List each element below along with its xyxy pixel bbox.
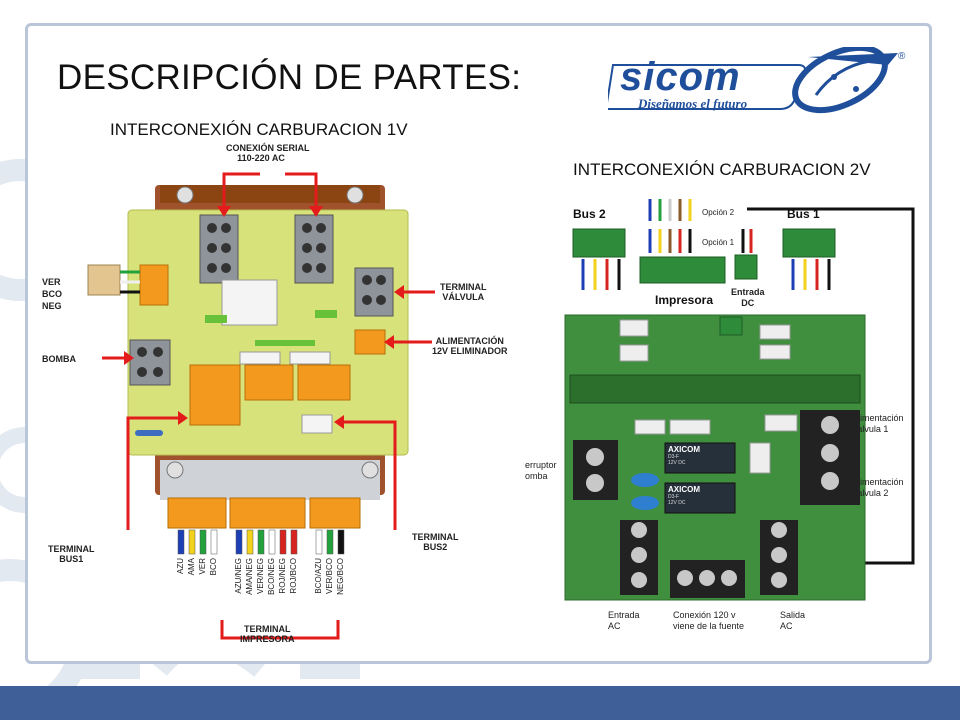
wire-name-printer-0: AZU/NEG [234, 558, 243, 594]
heading-2v: INTERCONEXIÓN CARBURACION 2V [573, 160, 871, 179]
wire-name-printer-5: ROJ/BCO [289, 558, 298, 594]
label-terminal-valvula: TERMINAL VÁLVULA [440, 282, 487, 302]
relay-2-brand: AXICOM [668, 485, 700, 494]
bottom-bar [0, 686, 960, 720]
wire-printer-2 [257, 529, 265, 555]
label-salida-ac: Salida AC [780, 610, 806, 631]
wire-name-printer-1: AMA/NEG [245, 558, 254, 595]
sicom-logo-graphic [604, 44, 898, 114]
label-terminal-bus2: TERMINAL BUS2 [412, 532, 459, 552]
wire-name-bus1-0: AZU [176, 558, 185, 574]
slide-title: DESCRIPCIÓN DE PARTES: [57, 58, 522, 97]
registered-mark: ® [898, 51, 906, 62]
board-2v-graphic [564, 199, 915, 601]
wire-name-bus1-1: AMA [187, 558, 196, 576]
label-terminal-impresora: TERMINAL IMPRESORA [240, 624, 295, 644]
wire-label-bco: BCO [42, 289, 62, 299]
wire-name-bus2-1: VER/BCO [325, 558, 334, 595]
label-entrada-ac: Entrada AC [608, 610, 640, 631]
wire-bus2-0 [315, 529, 323, 555]
wire-name-bus1-3: BCO [209, 558, 218, 576]
heading-1v: INTERCONEXIÓN CARBURACION 1V [110, 120, 408, 139]
diagram-2v: Bus 2 Bus 1 Opción 2 Opción 1 Impresora … [525, 185, 935, 655]
wire-bus2-1 [326, 529, 334, 555]
label-conexion-120v: Conexión 120 v viene de la fuente [673, 610, 745, 631]
label-opcion1: Opción 1 [702, 238, 735, 247]
label-opcion2: Opción 2 [702, 208, 735, 217]
label-terminal-bus1: TERMINAL BUS1 [48, 544, 95, 564]
relay-1-spec: D3-F 12V DC [668, 454, 686, 466]
wire-name-bus2-2: NEG/BCO [336, 558, 345, 595]
wire-bus2-2 [337, 529, 345, 555]
label-alimentacion: ALIMENTACIÓN 12V ELIMINADOR [432, 336, 508, 356]
relay-2: AXICOM D3-F 12V DC [668, 485, 734, 511]
wire-bus1-3 [210, 529, 218, 555]
relay-1-brand: AXICOM [668, 445, 700, 454]
label-bus2: Bus 2 [573, 207, 606, 221]
label-bus1: Bus 1 [787, 207, 820, 221]
diagram-1v: CONEXIÓN SERIAL 110-220 AC VER BCO NEG B… [40, 140, 530, 660]
relay-2-spec: D3-F 12V DC [668, 494, 686, 506]
wire-printer-4 [279, 529, 287, 555]
wire-bus1-0 [177, 529, 185, 555]
label-interruptor: erruptor omba [525, 460, 557, 481]
wire-printer-5 [290, 529, 298, 555]
wire-bus1-2 [199, 529, 207, 555]
wire-printer-0 [235, 529, 243, 555]
wires-1v [177, 529, 345, 555]
board-1v-graphic [87, 172, 435, 640]
wire-label-neg: NEG [42, 301, 62, 311]
sicom-logo: sicom Diseñamos el futuro ® [604, 44, 913, 117]
wire-bus1-1 [188, 529, 196, 555]
wire-name-bus2-0: BCO/AZU [314, 558, 323, 594]
label-conexion-serial: CONEXIÓN SERIAL 110-220 AC [226, 143, 310, 163]
label-entrada-dc: Entrada DC [731, 287, 765, 308]
wire-name-printer-3: BCO/NEG [267, 558, 276, 595]
relay-1: AXICOM D3-F 12V DC [668, 445, 734, 471]
wire-label-ver: VER [42, 277, 61, 287]
label-alim-valvula1: Alimentación Valvula 1 [852, 413, 904, 434]
wire-name-printer-4: ROJ/NEG [278, 558, 287, 594]
label-bomba: BOMBA [42, 354, 76, 364]
wires-2v [581, 259, 831, 290]
wire-printer-3 [268, 529, 276, 555]
wire-name-printer-2: VER/NEG [256, 558, 265, 595]
wire-printer-1 [246, 529, 254, 555]
wire-name-bus1-2: VER [198, 558, 207, 575]
logo-tagline: Diseñamos el futuro [638, 96, 748, 111]
label-impresora: Impresora [655, 293, 714, 307]
logo-wordmark: sicom [620, 55, 741, 99]
label-alim-valvula2: Alimentación Valvula 2 [852, 477, 904, 498]
